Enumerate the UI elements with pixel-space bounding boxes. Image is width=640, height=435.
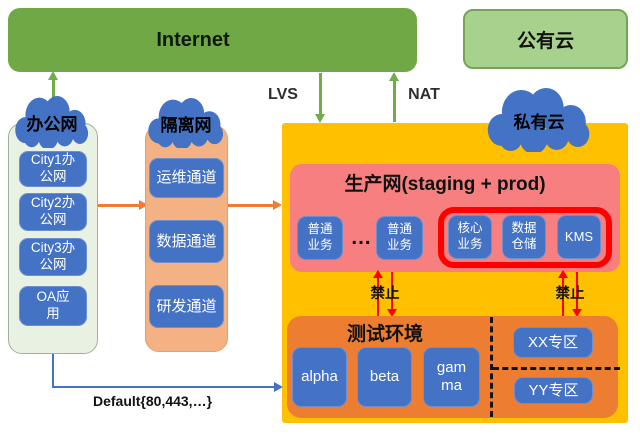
internet-label: Internet <box>156 28 230 51</box>
env-node-beta: beta <box>357 347 412 407</box>
ordinary-service-node: 普通 业务 <box>376 216 423 260</box>
arrow-right-icon <box>273 200 282 210</box>
production-network-title: 生产网(staging + prod) <box>344 173 546 195</box>
public-cloud-label: 公有云 <box>516 30 574 52</box>
arrow-up-icon <box>48 71 58 80</box>
arrow-down-icon <box>572 309 582 317</box>
office-node-city3: City3办 公网 <box>19 238 87 276</box>
office-cloud-icon: 办公网 <box>14 96 90 148</box>
env-node-alpha: alpha <box>292 347 347 407</box>
public-cloud-box: 公有云 <box>463 9 628 69</box>
isolation-cloud-label: 隔离网 <box>160 115 212 135</box>
default-route-arrow-horizontal <box>52 386 275 388</box>
arrow-up-icon <box>558 270 568 278</box>
office-node-oa: OA应 用 <box>19 286 87 326</box>
internet-bar: Internet <box>8 8 417 72</box>
arrow-down-icon <box>315 114 325 123</box>
office-to-internet-arrow <box>52 79 55 102</box>
private-cloud-label: 私有云 <box>513 112 565 132</box>
ordinary-service-node: 普通 业务 <box>297 216 343 260</box>
nat-arrow <box>393 80 396 122</box>
forbidden-arrow-up <box>377 277 379 316</box>
default-route-arrow-vertical <box>52 354 54 387</box>
kms-node: KMS <box>557 215 601 259</box>
core-service-node: 核心 业务 <box>448 215 492 259</box>
office-to-isolation-arrow <box>98 204 139 207</box>
vertical-dashed-divider <box>490 317 493 417</box>
zone-yy: YY专区 <box>514 377 593 404</box>
forbidden-arrow-down <box>391 272 393 310</box>
private-cloud-icon: 私有云 <box>486 88 592 152</box>
forbidden-label: 禁止 <box>555 285 585 302</box>
horizontal-dashed-divider <box>493 367 620 370</box>
zone-xx: XX专区 <box>513 327 593 358</box>
forbidden-arrow-up <box>562 277 564 316</box>
ellipsis: … <box>350 226 372 249</box>
channel-node-ops: 运维通道 <box>149 158 224 198</box>
office-node-city1: City1办 公网 <box>19 151 87 187</box>
isolation-to-private-arrow <box>228 204 273 207</box>
arrow-right-icon <box>139 200 148 210</box>
forbidden-label: 禁止 <box>370 285 400 302</box>
nat-label: NAT <box>408 86 440 103</box>
lvs-label: LVS <box>268 86 298 103</box>
secure-zone-group <box>438 207 612 268</box>
arrow-up-icon <box>389 72 399 81</box>
channel-node-data: 数据通道 <box>149 220 224 263</box>
arrow-up-icon <box>373 270 383 278</box>
data-warehouse-node: 数据 仓储 <box>502 215 546 259</box>
office-cloud-label: 办公网 <box>26 114 78 134</box>
arrow-down-icon <box>387 309 397 317</box>
channel-node-dev: 研发通道 <box>149 285 224 328</box>
lvs-arrow <box>319 73 322 116</box>
env-node-gamma: gam ma <box>423 347 480 407</box>
arrow-right-icon <box>274 382 283 392</box>
office-node-city2: City2办 公网 <box>19 193 87 231</box>
test-env-title: 测试环境 <box>346 324 423 345</box>
forbidden-arrow-down <box>576 272 578 310</box>
default-route-label: Default{80,443,…} <box>92 393 213 409</box>
isolation-cloud-icon: 隔离网 <box>147 98 225 148</box>
